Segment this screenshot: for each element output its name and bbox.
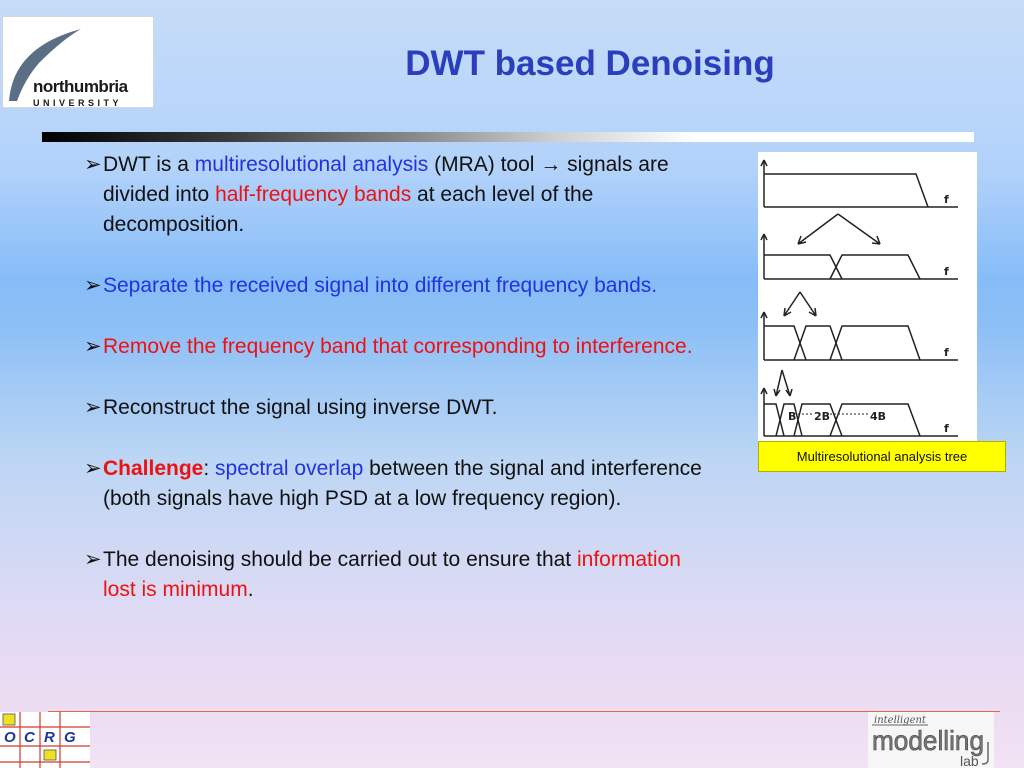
- lab-logo-line2: modelling: [872, 725, 984, 756]
- bullet-text-segment: .: [247, 578, 254, 601]
- bullet-text-segment: (MRA) tool → signals are divided into: [103, 153, 669, 206]
- bullet-item: ➢ DWT is a multiresolutional analysis (M…: [84, 150, 714, 240]
- northumbria-university-logo: northumbria UNIVERSITY: [2, 16, 154, 108]
- ocrg-letter-r: R: [44, 729, 55, 746]
- ocrg-logo: O C R G: [0, 712, 90, 768]
- bullet-arrow-icon: ➢: [84, 548, 102, 571]
- bullet-text-segment: multiresolutional analysis: [194, 153, 429, 176]
- axis-label-1: f: [944, 193, 949, 206]
- bullet-arrow-icon: ➢: [84, 274, 102, 297]
- bullet-text-segment: The denoising should be carried out to e…: [103, 548, 577, 571]
- band-label-2b: 2B: [814, 410, 830, 423]
- ocrg-grid-icon: O C R G: [0, 712, 90, 768]
- bullet-arrow-icon: ➢: [84, 335, 102, 358]
- bullet-text-segment: :: [203, 457, 216, 480]
- lab-logo-line3: lab: [960, 753, 979, 768]
- bullet-item: ➢Reconstruct the signal using inverse DW…: [84, 393, 714, 423]
- slide-title: DWT based Denoising: [405, 44, 775, 83]
- university-logo-name: northumbria: [33, 77, 128, 96]
- bullet-arrow-icon: ➢: [84, 457, 102, 480]
- ocrg-letter-c: C: [24, 729, 36, 746]
- bullet-arrow-icon: ➢: [84, 153, 102, 176]
- bullet-text-segment: Remove the frequency band that correspon…: [103, 335, 693, 358]
- axis-label-2: f: [944, 265, 949, 278]
- university-arc-icon: [9, 29, 81, 101]
- bullet-text-segment: between the signal and interference (bot…: [103, 457, 702, 510]
- axis-label-3: f: [944, 346, 949, 359]
- axis-label-4: f: [944, 422, 949, 435]
- university-logo-subtitle: UNIVERSITY: [33, 98, 123, 108]
- bullet-text-segment: Reconstruct the signal using inverse DWT…: [103, 396, 498, 419]
- bullet-text-segment: half-frequency bands: [215, 183, 412, 206]
- bullet-arrow-icon: ➢: [84, 396, 102, 419]
- figure-caption: Multiresolutional analysis tree: [758, 441, 1006, 472]
- mra-tree-diagram: f f f f B 2B 4B: [760, 159, 958, 437]
- bullet-text-segment: at each level of the decomposition.: [103, 183, 594, 236]
- bullet-item: ➢ Separate the received signal into diff…: [84, 271, 714, 301]
- bullet-item: ➢ Remove the frequency band that corresp…: [84, 332, 714, 362]
- intelligent-modelling-lab-logo: intelligent modelling lab: [868, 712, 994, 768]
- lab-logo-line1: intelligent: [874, 715, 927, 726]
- bullet-list: ➢ DWT is a multiresolutional analysis (M…: [84, 150, 714, 636]
- bullet-item: ➢ The denoising should be carried out to…: [84, 545, 714, 605]
- title-divider: [42, 132, 974, 142]
- mra-tree-figure: f f f f B 2B 4B: [758, 152, 977, 442]
- footer-divider: [48, 711, 1000, 712]
- bullet-text-segment: Separate the received signal into differ…: [103, 274, 658, 297]
- ocrg-letter-o: O: [4, 729, 16, 746]
- bullet-item: ➢ Challenge: spectral overlap between th…: [84, 454, 714, 514]
- band-label-4b: 4B: [870, 410, 886, 423]
- ocrg-letter-g: G: [64, 729, 76, 746]
- bullet-text-segment: DWT is a: [103, 153, 195, 176]
- band-label-b: B: [788, 410, 796, 423]
- bullet-text-segment: spectral overlap: [215, 457, 364, 480]
- bullet-text-segment: Challenge: [103, 457, 204, 480]
- lab-logo-graphic: intelligent modelling lab: [872, 715, 989, 768]
- bullet-text-segment: information lost is minimum: [103, 548, 681, 601]
